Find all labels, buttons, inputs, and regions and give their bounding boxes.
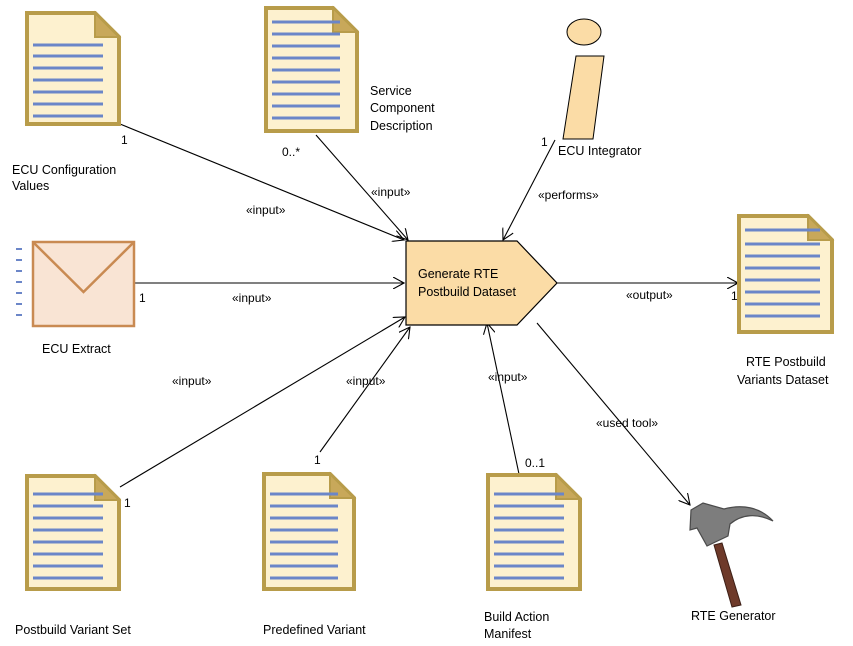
edge-multiplicity: 0..*: [282, 145, 300, 159]
node-label: Service: [370, 84, 412, 98]
edge-rte-postbuild-variants: «output» 1: [557, 283, 738, 303]
edge-multiplicity: 0..1: [525, 456, 545, 470]
node-label: Manifest: [484, 627, 532, 641]
edge-multiplicity: 1: [731, 289, 738, 303]
edge-postbuild-variant-set: «input» 1: [119, 317, 405, 510]
edge-multiplicity: 1: [139, 291, 146, 305]
document-icon: [486, 472, 583, 591]
edge-stereotype: «input»: [371, 185, 411, 199]
edge-stereotype: «output»: [626, 288, 673, 302]
service-component-description-node[interactable]: Service Component Description: [264, 5, 435, 133]
build-action-manifest-node[interactable]: Build Action Manifest: [484, 472, 583, 641]
node-label: Variants Dataset: [737, 373, 829, 387]
ecu-configuration-values-node[interactable]: ECU Configuration Values: [12, 10, 122, 193]
edge-stereotype: «performs»: [538, 188, 599, 202]
hammer-icon: [689, 502, 774, 608]
edge-ecu-extract: «input» 1: [135, 283, 404, 305]
edge-stereotype: «input»: [172, 374, 212, 388]
node-label: Build Action: [484, 610, 549, 624]
edge-multiplicity: 1: [121, 133, 128, 147]
document-icon: [737, 213, 835, 334]
ecu-integrator-node[interactable]: ECU Integrator: [558, 18, 641, 158]
edge-stereotype: «input»: [488, 370, 528, 384]
edge-rte-generator: «used tool»: [536, 322, 690, 505]
rte-postbuild-variants-dataset-node[interactable]: RTE Postbuild Variants Dataset: [737, 213, 835, 387]
node-label: Predefined Variant: [263, 623, 366, 637]
edge-ecu-config-values: «input» 1: [119, 123, 404, 240]
document-icon: [25, 473, 122, 591]
node-label: Values: [12, 179, 49, 193]
edge-predefined-variant: «input» 1: [314, 327, 410, 467]
node-label: Component: [370, 101, 435, 115]
envelope-icon: [16, 240, 136, 328]
rte-generator-node[interactable]: RTE Generator: [689, 502, 776, 623]
edge-ecu-integrator: «performs» 1: [503, 135, 599, 240]
document-icon: [25, 10, 122, 126]
document-icon: [264, 5, 360, 133]
edge-multiplicity: 1: [124, 496, 131, 510]
edge-multiplicity: 1: [314, 453, 321, 467]
edge-stereotype: «input»: [246, 203, 286, 217]
node-label: RTE Generator: [691, 609, 776, 623]
postbuild-variant-set-node[interactable]: Postbuild Variant Set: [15, 473, 131, 637]
node-label: Description: [370, 119, 433, 133]
edge-stereotype: «input»: [346, 374, 386, 388]
task-label: Postbuild Dataset: [418, 285, 517, 299]
edge-stereotype: «input»: [232, 291, 272, 305]
edge-stereotype: «used tool»: [596, 416, 658, 430]
node-label: ECU Integrator: [558, 144, 641, 158]
edge-multiplicity: 1: [541, 135, 548, 149]
actor-icon: [562, 18, 605, 140]
document-icon: [262, 471, 357, 591]
task-label: Generate RTE: [418, 267, 498, 281]
node-label: RTE Postbuild: [746, 355, 826, 369]
edge-build-action-manifest: «input» 0..1: [487, 323, 545, 475]
node-label: ECU Configuration: [12, 163, 116, 177]
task-generate-rte-postbuild-dataset[interactable]: Generate RTE Postbuild Dataset: [405, 240, 558, 326]
node-label: Postbuild Variant Set: [15, 623, 131, 637]
ecu-extract-node[interactable]: ECU Extract: [16, 240, 136, 356]
edge-service-component: «input» 0..*: [282, 134, 411, 240]
predefined-variant-node[interactable]: Predefined Variant: [262, 471, 366, 637]
node-label: ECU Extract: [42, 342, 111, 356]
